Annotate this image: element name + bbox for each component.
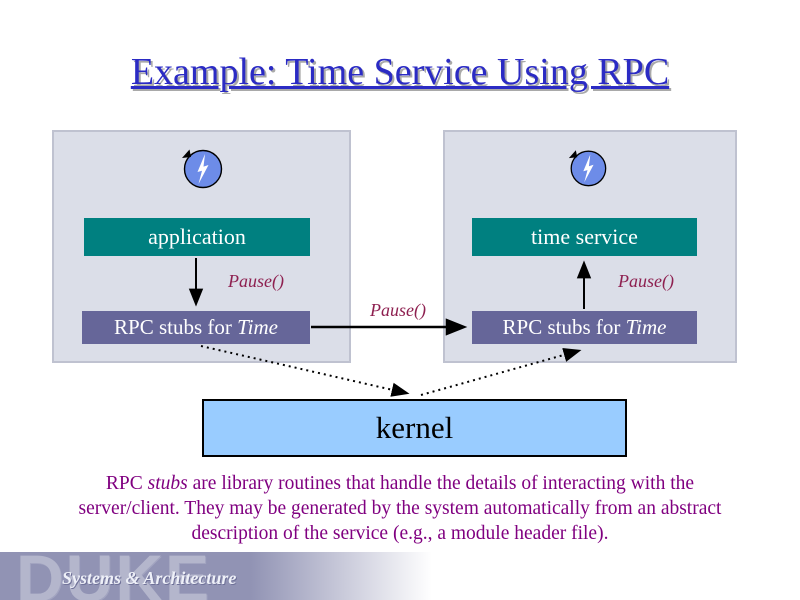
time-service-label: time service	[531, 224, 638, 249]
stub-label: RPC stubs for	[114, 315, 238, 339]
server-rpc-stubs-box: RPC stubs for Time	[472, 311, 697, 344]
application-label: application	[148, 224, 246, 249]
caption-rest: are library routines that handle the det…	[78, 473, 722, 544]
rotation-arrow-icon	[568, 150, 578, 159]
server-thread-icon	[568, 150, 607, 187]
client-rpc-stubs-box: RPC stubs for Time	[82, 311, 310, 344]
pause-call-label-middle: Pause()	[370, 300, 426, 320]
duke-logo: DUKE	[16, 552, 212, 600]
stub-label: RPC stubs for	[502, 315, 626, 339]
slide-title: Example: Time Service Using RPC	[130, 51, 670, 93]
lightning-icon	[583, 154, 594, 183]
pause-call-label-client: Pause()	[228, 271, 284, 291]
caption-text: RPC stubs are library routines that hand…	[78, 471, 722, 546]
kernel-label: kernel	[375, 410, 454, 445]
stub-label-emphasis: Time	[237, 315, 278, 339]
caption-pre: RPC	[105, 473, 148, 494]
footer-tagline: Systems & Architecture	[62, 568, 237, 588]
rotation-arrow-icon	[182, 149, 191, 158]
footer-banner: DUKE Systems & Architecture	[0, 552, 432, 600]
client-thread-icon	[182, 149, 223, 189]
kernel-box: kernel	[202, 399, 627, 457]
time-service-box: time service	[472, 218, 697, 256]
caption-emphasis: stubs	[147, 473, 188, 494]
stub-label-emphasis: Time	[625, 315, 667, 339]
application-box: application	[84, 218, 310, 256]
pause-call-label-server: Pause()	[618, 271, 674, 291]
lightning-icon	[197, 154, 209, 184]
